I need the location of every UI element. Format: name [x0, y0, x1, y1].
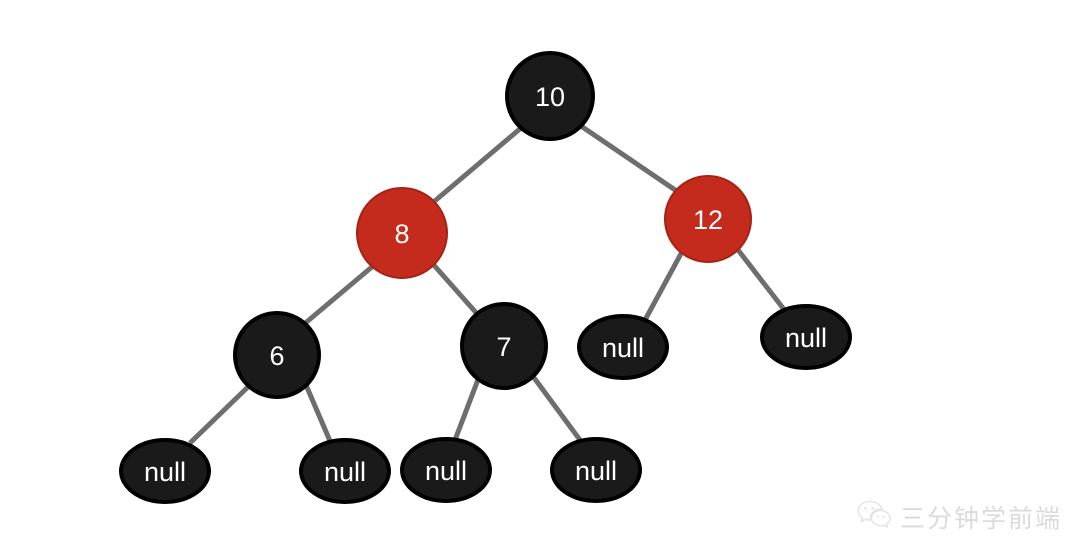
node-label: 8 — [394, 219, 409, 249]
node-label: null — [144, 457, 186, 487]
tree-node[interactable]: 8 — [356, 187, 448, 279]
tree-edge — [301, 264, 375, 327]
node-label: 7 — [496, 332, 511, 362]
tree-edge — [430, 261, 481, 318]
tree-node[interactable]: null — [119, 438, 211, 504]
node-shape-black — [233, 311, 321, 399]
node-shape-black — [550, 437, 642, 503]
node-shape-black — [505, 51, 595, 141]
tree-edge — [188, 383, 252, 445]
node-shape-black — [400, 437, 492, 503]
node-label: null — [324, 457, 366, 487]
node-shape-black — [577, 314, 669, 380]
tree-edge — [733, 244, 788, 314]
node-label: null — [602, 333, 644, 363]
node-shape-red — [356, 187, 448, 279]
wechat-icon — [857, 500, 891, 534]
node-label: null — [785, 323, 827, 353]
node-shape-black — [299, 438, 391, 504]
node-label: 10 — [535, 82, 565, 112]
tree-node[interactable]: null — [550, 437, 642, 503]
tree-edge — [642, 248, 686, 322]
node-shape-black — [760, 304, 852, 370]
tree-node[interactable]: 12 — [664, 175, 752, 263]
tree-node[interactable]: 7 — [460, 302, 548, 390]
watermark: 三分钟学前端 — [857, 499, 1062, 535]
watermark-text: 三分钟学前端 — [899, 504, 1062, 533]
tree-nodes: 10 8 12 6 7 null null null null null null — [119, 51, 852, 504]
tree-node[interactable]: null — [760, 304, 852, 370]
node-shape-red — [664, 175, 752, 263]
tree-edge — [579, 123, 683, 197]
tree-node[interactable]: 6 — [233, 311, 321, 399]
tree-node[interactable]: null — [577, 314, 669, 380]
node-shape-black — [460, 302, 548, 390]
tree-edge — [428, 126, 523, 207]
tree-edge — [529, 373, 583, 442]
tree-edges — [188, 123, 788, 445]
tree-edge — [303, 384, 333, 442]
tree-edge — [452, 376, 482, 441]
tree-node[interactable]: null — [400, 437, 492, 503]
node-shape-black — [119, 438, 211, 504]
node-label: null — [425, 456, 467, 486]
node-label: null — [575, 456, 617, 486]
node-label: 12 — [693, 205, 723, 235]
tree-node[interactable]: null — [299, 438, 391, 504]
node-label: 6 — [269, 341, 284, 371]
tree-node[interactable]: 10 — [505, 51, 595, 141]
